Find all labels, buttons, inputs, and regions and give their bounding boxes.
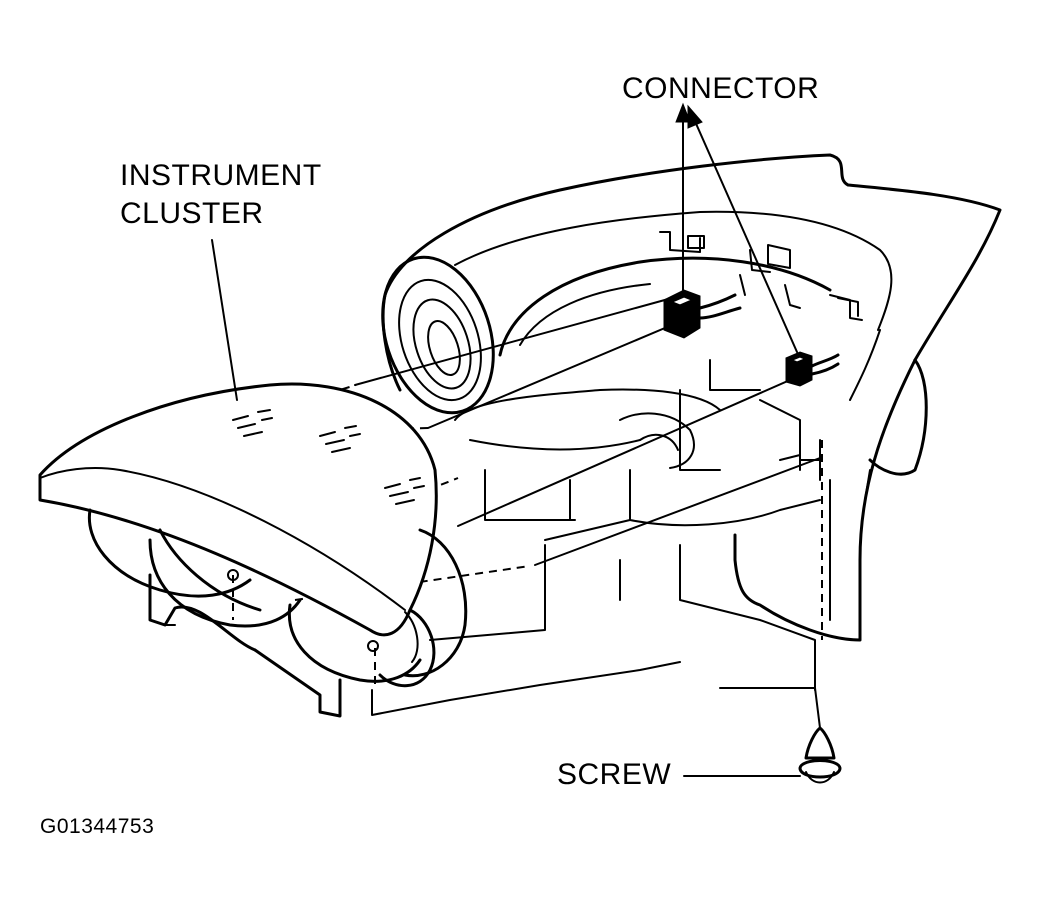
instrument-cluster (38, 382, 468, 718)
air-vent (381, 255, 495, 415)
screw-label: SCREW (557, 758, 672, 791)
instrument-label-line2: CLUSTER (120, 197, 264, 230)
dashboard-panel (371, 153, 1002, 716)
connector-right (785, 351, 840, 387)
figure-code: G01344753 (40, 815, 155, 838)
screw (798, 726, 842, 784)
hood-marks (232, 409, 425, 505)
connector-left (663, 289, 742, 339)
leader-lines (211, 102, 821, 777)
connector-label: CONNECTOR (622, 72, 820, 105)
instrument-label-line1: INSTRUMENT (120, 159, 322, 192)
